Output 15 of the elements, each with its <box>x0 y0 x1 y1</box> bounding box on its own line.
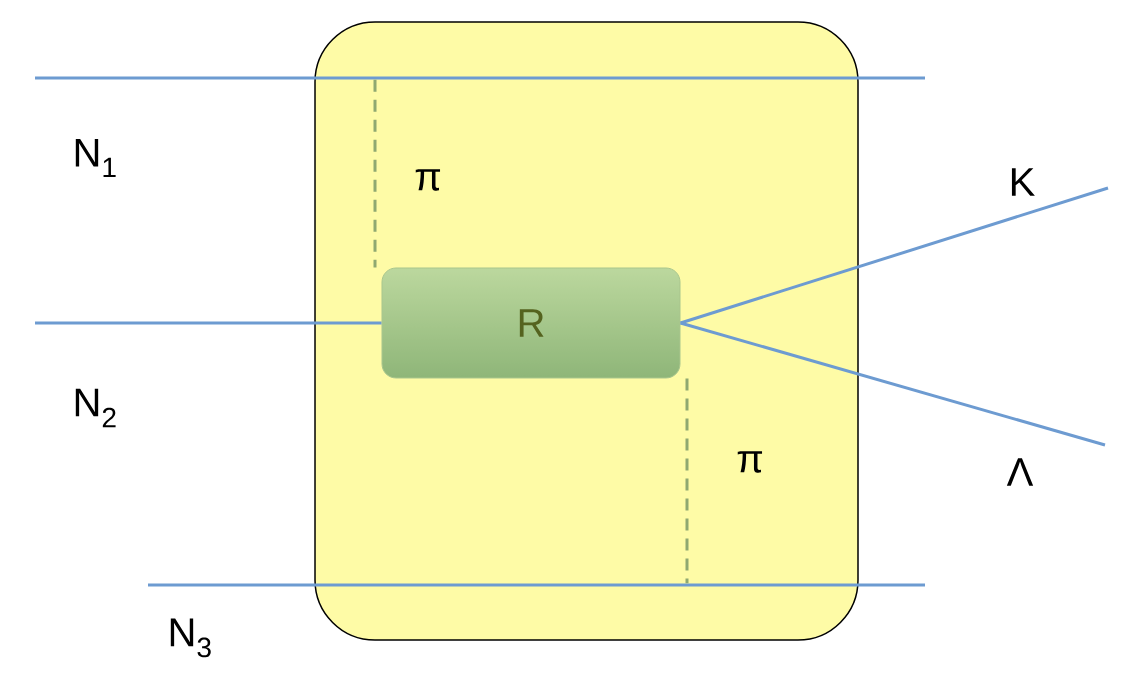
horizontal-line <box>35 76 925 80</box>
dashed-line <box>373 79 377 268</box>
symbol-label: N$_{2}$ <box>75 388 116 428</box>
rounded-box: R <box>381 267 681 379</box>
symbol-label: K <box>1011 168 1035 196</box>
symbol-label: Λ <box>1006 458 1034 486</box>
symbol-label: N$_{1}$ <box>75 138 116 178</box>
symbol-label: N$_{3}$ <box>170 618 211 658</box>
horizontal-line <box>148 583 925 587</box>
symbol-label: π <box>415 169 441 191</box>
dashed-line <box>685 378 689 584</box>
line <box>35 321 382 325</box>
line <box>680 321 1106 447</box>
line <box>680 186 1109 325</box>
symbol-label: π <box>737 451 763 473</box>
